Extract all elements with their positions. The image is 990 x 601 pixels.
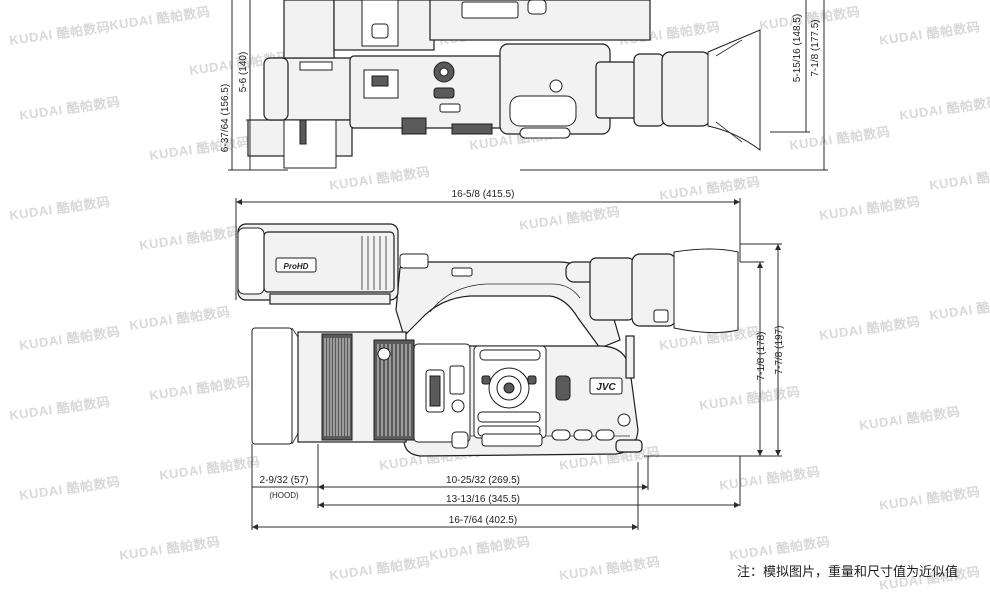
footnote: 注：模拟图片，重量和尺寸值为近似值 [737,564,958,579]
top-view-dimensions [228,0,828,171]
dim-eyecup-outer: 7-1/8 (177.5) [810,19,821,76]
watermark-text: KUDAI 酷帕数码 [698,384,801,413]
watermark-text: KUDAI 酷帕数码 [818,314,921,343]
watermark-text: KUDAI 酷帕数码 [8,19,111,48]
watermark-text: KUDAI 酷帕数码 [928,294,990,323]
watermark-text: KUDAI 酷帕数码 [428,534,531,563]
watermark-text: KUDAI 酷帕数码 [148,374,251,403]
watermark-text: KUDAI 酷帕数码 [18,94,121,123]
watermark-text: KUDAI 酷帕数码 [18,324,121,353]
vent-grille [361,236,387,290]
dim-hood-label: (HOOD) [269,491,299,500]
dim-body-length: 13-13/16 (345.5) [446,494,520,505]
watermark-text: KUDAI 酷帕数码 [878,484,981,513]
watermark-text: KUDAI 酷帕数码 [18,474,121,503]
watermark-text: KUDAI 酷帕数码 [728,534,831,563]
dim-eyecup-inner: 5-15/16 (148.5) [792,14,803,82]
dim-height-outer: 6-37/64 (156.5) [220,84,231,152]
dim-hood-length: 2-9/32 (57) [260,475,309,486]
watermark-text: KUDAI 酷帕数码 [8,194,111,223]
watermark-text: KUDAI 酷帕数码 [928,164,990,193]
watermark-text: KUDAI 酷帕数码 [518,204,621,233]
camera-side-view: ProHD [237,223,739,457]
dim-body-height: 7-1/8 (178) [756,332,767,381]
side-length-dimension [235,198,741,300]
focus-ring-lines [324,338,350,436]
watermark-text: KUDAI 酷帕数码 [8,394,111,423]
watermark-text: KUDAI 酷帕数码 [558,554,661,583]
watermark-text: KUDAI 酷帕数码 [788,124,891,153]
watermark-text: KUDAI 酷帕数码 [328,164,431,193]
dim-base-length: 16-7/64 (402.5) [449,515,517,526]
watermark-text: KUDAI 酷帕数码 [328,554,431,583]
dim-total-height: 7-7/8 (197) [774,326,785,375]
watermark-text: KUDAI 酷帕数码 [878,19,981,48]
watermark-text: KUDAI 酷帕数码 [818,194,921,223]
watermark-text: KUDAI 酷帕数码 [158,454,261,483]
watermark-text: KUDAI 酷帕数码 [898,94,990,123]
watermark-text: KUDAI 酷帕数码 [108,4,211,33]
side-bottom-dimensions [251,444,741,530]
dim-lens-to-body: 10-25/32 (269.5) [446,475,520,486]
watermark-text: KUDAI 酷帕数码 [138,224,241,253]
dim-height-inner: 5-6 (140) [238,52,249,93]
dim-total-length: 16-5/8 (415.5) [452,189,515,200]
side-height-dimensions [644,243,782,457]
watermark-text: KUDAI 酷帕数码 [858,404,961,433]
camera-top-view [247,0,761,169]
badge-prohd: ProHD [284,262,309,271]
watermark-text: KUDAI 酷帕数码 [128,304,231,333]
watermark-text: KUDAI 酷帕数码 [658,174,761,203]
watermark-text: KUDAI 酷帕数码 [718,464,821,493]
watermark-text: KUDAI 酷帕数码 [148,134,251,163]
brand-logo: JVC [596,382,616,393]
watermark-text: KUDAI 酷帕数码 [118,534,221,563]
